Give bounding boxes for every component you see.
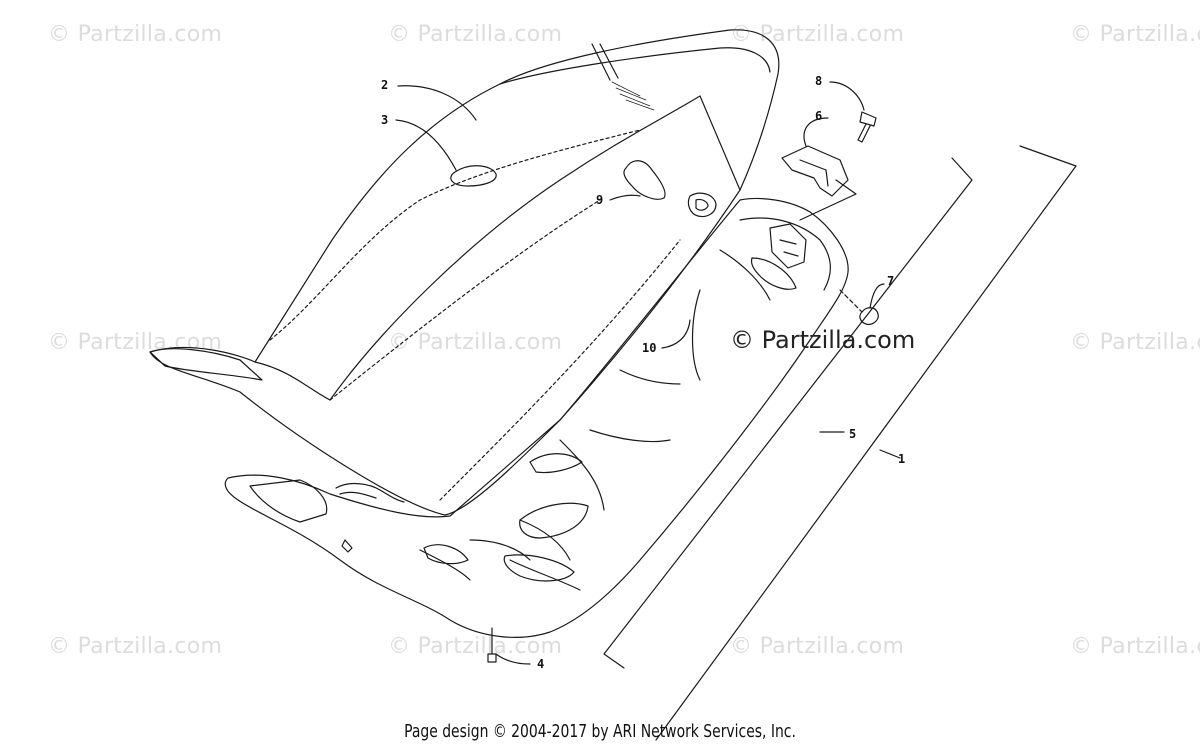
assembly-bracket-5: [603, 157, 973, 669]
pan-cutout-1: [750, 257, 797, 290]
callout-6: 6: [815, 109, 823, 123]
leader-2: [397, 85, 477, 121]
bolt-8: [857, 111, 877, 143]
watermark: © Partzilla.com: [48, 634, 223, 659]
watermark: © Partzilla.com: [1070, 330, 1200, 355]
leader-6: [803, 117, 829, 147]
leader-9: [609, 194, 641, 201]
leader-4: [495, 653, 531, 665]
watermark: © Partzilla.com: [48, 330, 223, 355]
seat-base-inner: [419, 217, 831, 591]
callout-3: 3: [381, 113, 389, 127]
seat-cover: [149, 29, 780, 516]
callout-5: 5: [849, 427, 857, 441]
seat-base-pan: [224, 197, 849, 638]
center-watermark: © Partzilla.com: [730, 326, 916, 354]
pan-cutout-4: [423, 544, 469, 565]
footer-copyright: Page design © 2004-2017 by ARI Network S…: [404, 721, 796, 742]
patch-9: [623, 160, 666, 200]
latch-mechanism: [769, 223, 807, 269]
pan-side-clip: [341, 539, 353, 553]
callout-9: 9: [596, 193, 604, 207]
watermark: © Partzilla.com: [730, 634, 905, 659]
watermark: © Partzilla.com: [388, 634, 563, 659]
pan-logo: [335, 482, 405, 503]
callout-7: 7: [887, 274, 895, 288]
callout-1: 1: [898, 452, 906, 466]
watermark: © Partzilla.com: [730, 22, 905, 47]
pan-cutout-2: [519, 502, 589, 539]
leader-8: [829, 81, 865, 111]
seat-stitch-line: [269, 129, 681, 501]
pan-rear-tab: [249, 479, 328, 523]
latch-hole: [687, 192, 717, 218]
fastener-4: [487, 627, 497, 663]
seat-side-line: [254, 95, 741, 401]
leader-dash: [839, 289, 863, 313]
seat-rear-flap: [149, 348, 263, 381]
patch-3: [450, 165, 497, 187]
latch-hole-inner: [695, 198, 709, 211]
watermark: © Partzilla.com: [1070, 634, 1200, 659]
watermark: © Partzilla.com: [1070, 22, 1200, 47]
callout-2: 2: [381, 78, 389, 92]
pan-cutout-3: [503, 554, 575, 582]
bracket-6: [781, 145, 849, 197]
clip-7: [859, 307, 879, 325]
leader-bracket-to-seat: [799, 179, 857, 221]
leader-1: [879, 449, 901, 459]
leader-10: [661, 319, 691, 349]
callout-8: 8: [815, 74, 823, 88]
callout-4: 4: [537, 657, 545, 671]
seat-label: [611, 81, 655, 111]
pan-cutout-5: [529, 453, 583, 474]
watermark: © Partzilla.com: [48, 22, 223, 47]
callout-10: 10: [642, 341, 657, 355]
leader-3: [395, 119, 457, 171]
seat-top-panel: [499, 43, 771, 85]
leader-7: [869, 283, 885, 309]
watermark: © Partzilla.com: [388, 22, 563, 47]
watermark: © Partzilla.com: [388, 330, 563, 355]
assembly-bracket-1: [655, 145, 1077, 741]
